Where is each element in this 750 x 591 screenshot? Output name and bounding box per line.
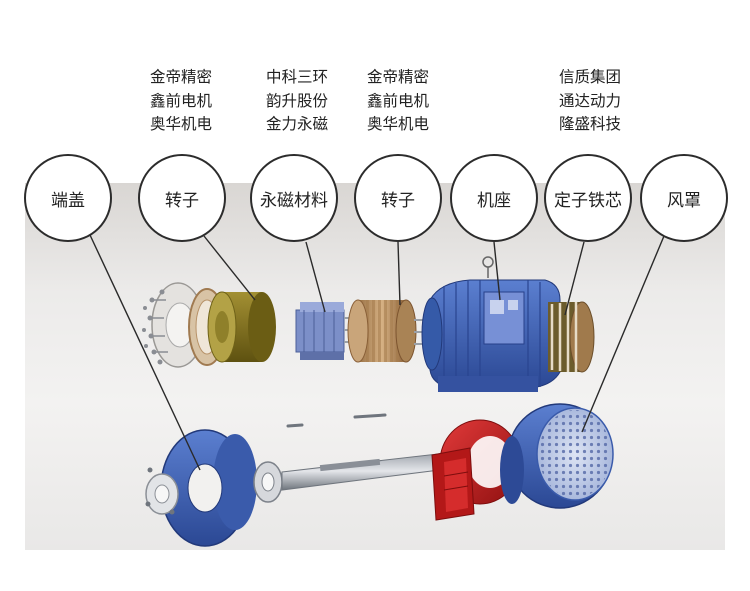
label-rotor-1: 转子 — [138, 154, 226, 242]
end-cover-part — [145, 429, 257, 547]
label-permanent-magnet: 永磁材料 — [250, 154, 338, 242]
company-name: 金帝精密 — [366, 68, 429, 86]
pin-part — [286, 413, 387, 428]
leader-permanent-magnet — [305, 241, 326, 313]
company-name: 奥华机电 — [366, 115, 429, 133]
rotor-core-part — [207, 291, 276, 363]
label-end-cover: 端盖 — [24, 154, 112, 242]
rotor-cage-part — [347, 299, 440, 363]
company-name: 信质集团 — [558, 68, 621, 86]
label-fan-cover: 风罩 — [640, 154, 728, 242]
shaft-part — [281, 451, 456, 491]
company-list-stator: 信质集团 通达动力 隆盛科技 — [535, 66, 645, 137]
fan-part — [431, 419, 521, 521]
company-name: 金帝精密 — [149, 68, 212, 86]
label-frame: 机座 — [450, 154, 538, 242]
company-name: 中科三环 — [265, 68, 328, 86]
fan-cover-part — [500, 403, 614, 509]
leader-stator-core — [564, 241, 585, 316]
company-name: 隆盛科技 — [558, 115, 621, 133]
frame-part — [421, 256, 561, 392]
label-rotor-2: 转子 — [354, 154, 442, 242]
company-name: 韵升股份 — [265, 91, 328, 110]
stator-part — [548, 301, 595, 373]
leader-rotor-2 — [397, 241, 401, 306]
company-name: 鑫前电机 — [366, 91, 429, 110]
leader-rotor-1 — [203, 235, 256, 301]
diagram-stage — [25, 183, 725, 550]
company-name: 鑫前电机 — [149, 91, 212, 110]
label-stator-core: 定子铁芯 — [544, 154, 632, 242]
leader-frame — [493, 241, 501, 301]
bearing-part — [253, 461, 283, 503]
company-list-magnet: 中科三环 韵升股份 金力永磁 — [242, 66, 352, 137]
company-list-rotor-left: 金帝精密 鑫前电机 奥华机电 — [126, 66, 236, 137]
leader-end-cover — [89, 234, 201, 471]
company-name: 奥华机电 — [149, 115, 212, 133]
leader-fan-cover — [581, 235, 665, 433]
company-name: 通达动力 — [558, 91, 621, 110]
company-name: 金力永磁 — [265, 115, 328, 133]
company-list-rotor-right: 金帝精密 鑫前电机 奥华机电 — [343, 66, 453, 137]
leader-lines — [89, 234, 665, 471]
